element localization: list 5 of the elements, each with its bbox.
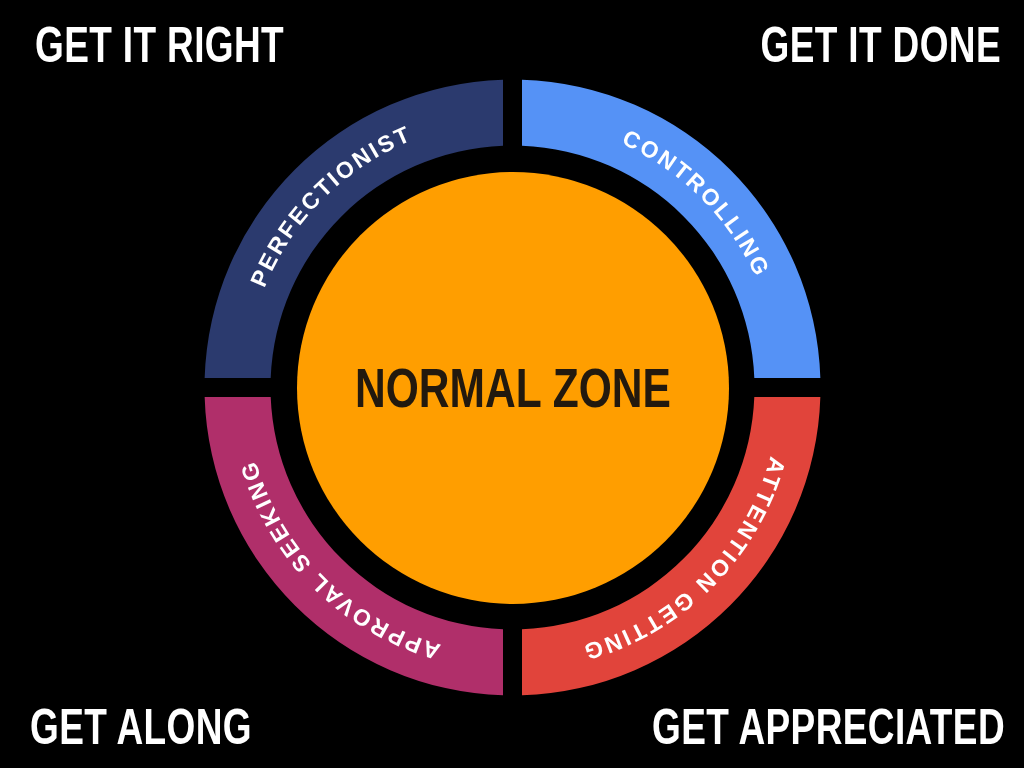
quadrant-heading: GET IT DONE (760, 25, 1001, 65)
quadrant-heading: GET ALONG (30, 707, 252, 747)
quadrant-heading: GET APPRECIATED (652, 707, 1005, 747)
center-label: NORMAL ZONE (354, 364, 671, 411)
quadrant-heading: GET IT RIGHT (35, 25, 285, 65)
